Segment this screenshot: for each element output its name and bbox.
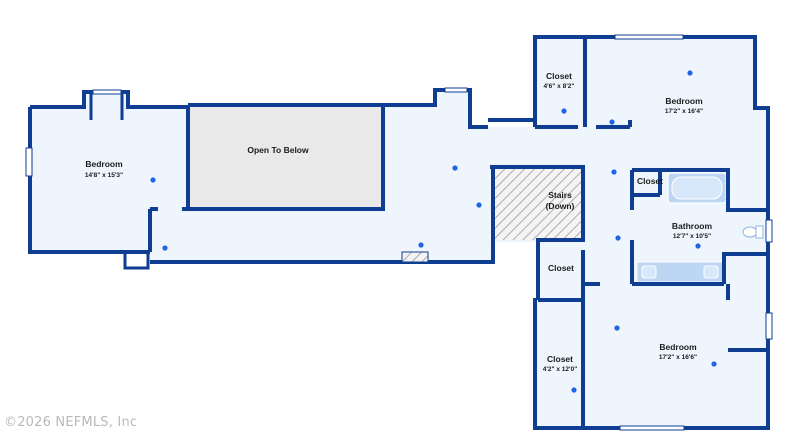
bathroom-name: Bathroom	[672, 221, 713, 231]
marker-dot	[695, 243, 701, 249]
bedroom-top-right-dims: 17'2" x 16'4"	[665, 108, 703, 115]
closet-mid-name: Closet	[548, 263, 574, 273]
bathtub	[667, 172, 727, 204]
open-to-below-label: Open To Below	[247, 145, 309, 155]
closet-top-name: Closet	[546, 71, 572, 81]
marker-dot	[150, 177, 156, 183]
marker-dot	[614, 325, 620, 331]
bedroom-bottom-right-dims: 17'2" x 16'6"	[659, 354, 697, 361]
bedroom-top-right-name: Bedroom	[665, 96, 703, 106]
stairs-hatch	[493, 168, 583, 240]
marker-dot	[615, 235, 621, 241]
copyright-watermark: ©2026 NEFMLS, Inc	[4, 415, 138, 430]
marker-dot	[561, 108, 567, 114]
marker-dot	[609, 119, 615, 125]
room-labels: Bedroom 14'8" x 15'3" Open To Below Stai…	[85, 71, 713, 373]
windows	[25, 34, 773, 431]
markers	[150, 70, 717, 393]
marker-dot	[571, 387, 577, 393]
bedroom-left-name: Bedroom	[85, 159, 123, 169]
marker-dot	[418, 242, 424, 248]
bathroom-dims: 12'7" x 10'5"	[673, 233, 711, 240]
floor-fill	[30, 37, 768, 428]
marker-dot	[711, 361, 717, 367]
stairs-label: Stairs	[548, 190, 572, 200]
closet-bath-name: Closet	[637, 176, 663, 186]
marker-dot	[452, 165, 458, 171]
bedroom-bottom-right-name: Bedroom	[659, 342, 697, 352]
closet-bottom-name: Closet	[547, 354, 573, 364]
closet-bottom-dims: 4'2" x 12'0"	[543, 366, 578, 373]
closet-top-dims: 4'6" x 8'2"	[544, 83, 575, 90]
marker-dot	[611, 169, 617, 175]
vanity	[636, 261, 726, 283]
marker-dot	[687, 70, 693, 76]
open-to-below-area	[188, 105, 383, 209]
bedroom-left-dims: 14'8" x 15'3"	[85, 172, 123, 179]
marker-dot	[476, 202, 482, 208]
marker-dot	[162, 245, 168, 251]
stairs-direction-label: (Down)	[546, 201, 575, 211]
toilet	[742, 225, 764, 239]
